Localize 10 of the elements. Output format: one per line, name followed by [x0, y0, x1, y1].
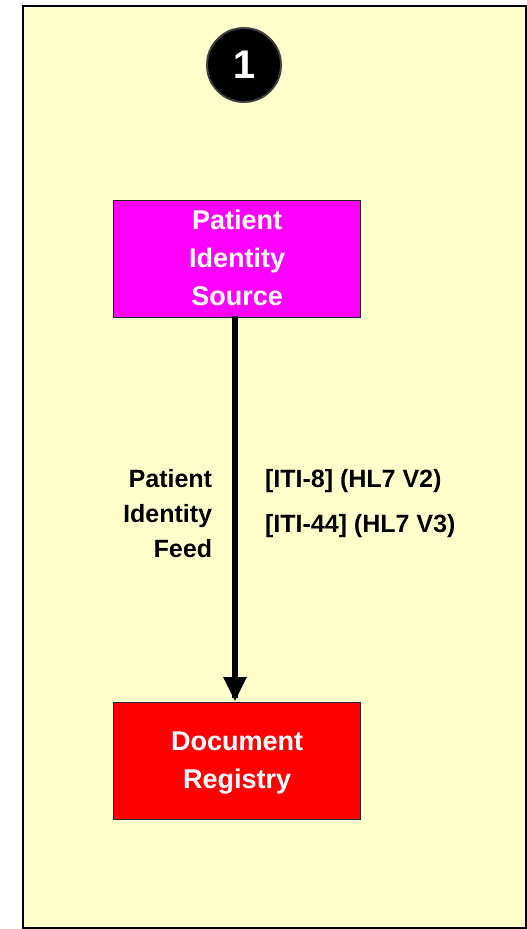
actor-name: Patient Identity Source — [188, 204, 286, 313]
panel-background — [22, 5, 527, 929]
step-number: 1 — [232, 42, 256, 89]
transaction-label: [ITI-8] (HL7 V2) — [265, 465, 442, 494]
actor-name: Document Registry — [170, 725, 304, 796]
arrow — [223, 316, 247, 701]
transaction-label: [ITI-44] (HL7 V3) — [265, 510, 456, 539]
actor-box — [113, 200, 361, 318]
actor-box — [113, 702, 361, 820]
edge-label: Patient Identity Feed — [122, 464, 212, 565]
